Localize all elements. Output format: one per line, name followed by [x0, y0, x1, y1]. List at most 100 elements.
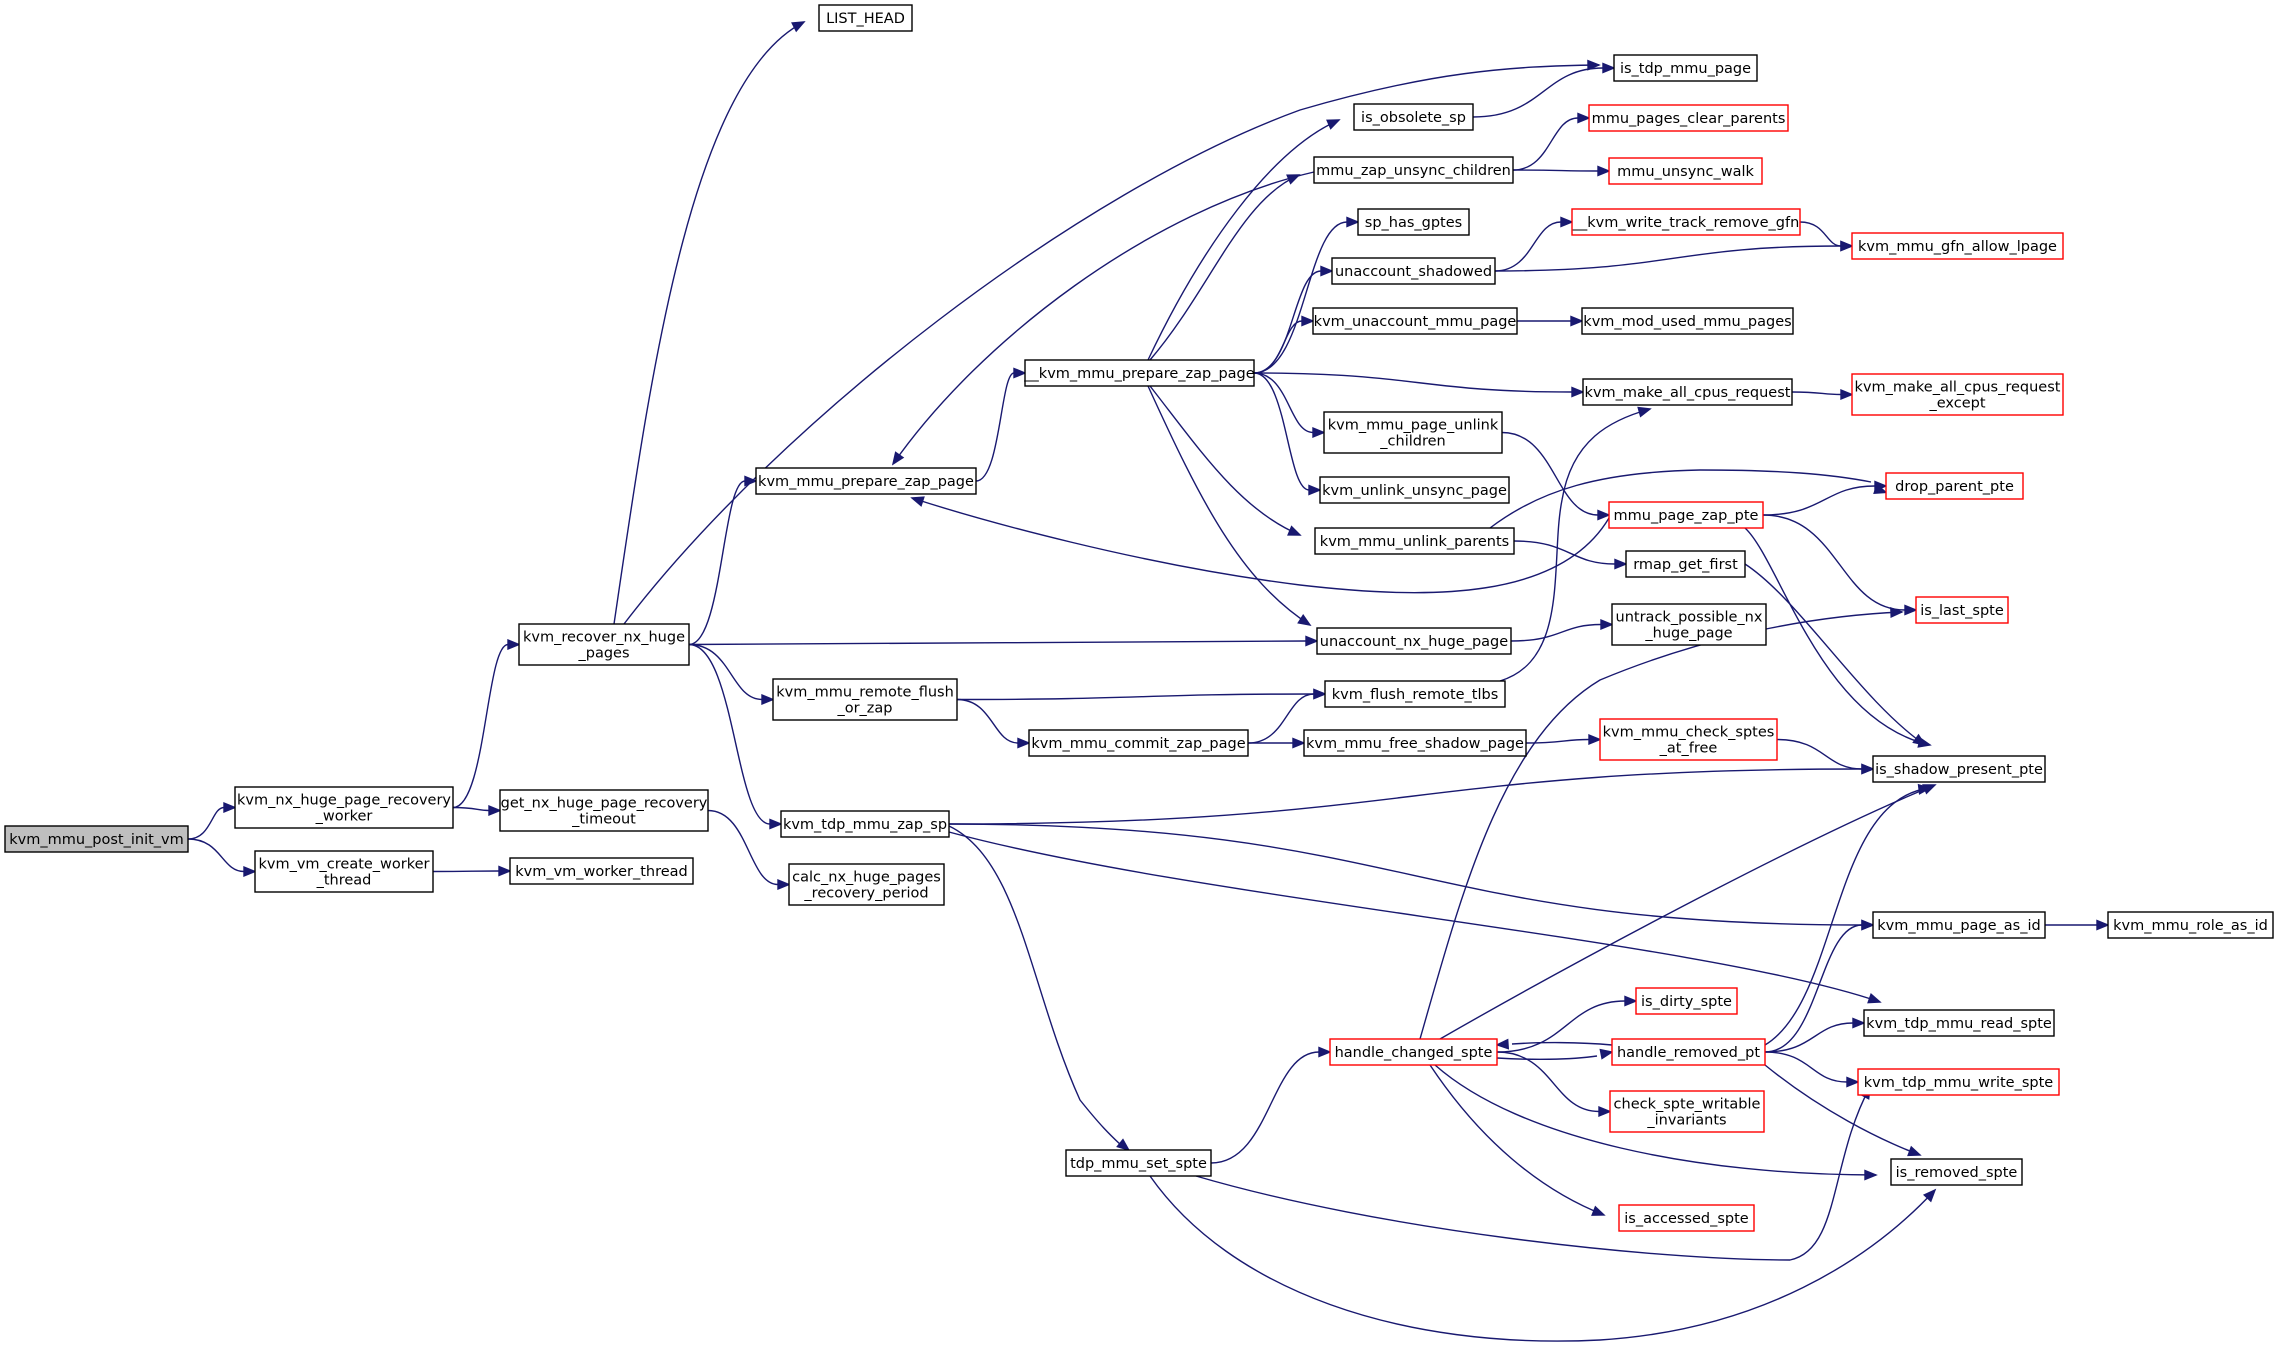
- node-is-tdp-mmu-page[interactable]: is_tdp_mmu_page: [1613, 54, 1758, 82]
- node-kvm-mmu-page-as-id[interactable]: kvm_mmu_page_as_id: [1872, 911, 2046, 939]
- node-box: [1065, 1149, 1212, 1177]
- node-kvm-vm-worker-thread[interactable]: kvm_vm_worker_thread: [509, 857, 694, 885]
- node-kvm-mmu-role-as-id[interactable]: kvm_mmu_role_as_id: [2107, 911, 2274, 939]
- node-mmu-unsync-walk[interactable]: mmu_unsync_walk: [1608, 157, 1763, 185]
- node-kvm-vm-create-worker-thread[interactable]: kvm_vm_create_worker_thread: [254, 850, 434, 893]
- node-label: kvm_make_all_cpus_request: [1855, 380, 2061, 396]
- node-kvm-mmu-free-shadow-page[interactable]: kvm_mmu_free_shadow_page: [1303, 729, 1527, 757]
- node-label: rmap_get_first: [1633, 557, 1738, 573]
- node-label: LIST_HEAD: [826, 11, 905, 27]
- node-LIST-HEAD[interactable]: LIST_HEAD: [818, 4, 913, 32]
- edge-line: [1511, 1041, 1613, 1046]
- edge-line: [1513, 540, 1616, 565]
- node-box: [1324, 680, 1506, 708]
- node-kvm-write-track-remove-gfn[interactable]: __kvm_write_track_remove_gfn: [1571, 208, 1801, 236]
- node-untrack-possible-nx-huge-page[interactable]: untrack_possible_nx_huge_page: [1611, 603, 1767, 646]
- node-label: mmu_zap_unsync_children: [1316, 163, 1511, 179]
- node-kvm-mmu-prepare-zap-page[interactable]: kvm_mmu_prepare_zap_page: [755, 467, 977, 495]
- node-label: mmu_unsync_walk: [1617, 164, 1754, 180]
- node-kvm-tdp-mmu-read-spte[interactable]: kvm_tdp_mmu_read_spte: [1863, 1009, 2055, 1037]
- node-kvm-tdp-mmu-zap-sp[interactable]: kvm_tdp_mmu_zap_sp: [780, 810, 950, 838]
- node-box: [1851, 373, 2064, 416]
- node-label: drop_parent_pte: [1895, 479, 2014, 495]
- node-kvm-make-all-cpus-request-except[interactable]: kvm_make_all_cpus_request_except: [1851, 373, 2064, 416]
- edge-kvm_recover_nx_huge_pages-to-LIST_HEAD: [613, 21, 806, 625]
- node-kvm-mmu-check-sptes-at-free[interactable]: kvm_mmu_check_sptes_at_free: [1599, 718, 1778, 761]
- node-is-dirty-spte[interactable]: is_dirty_spte: [1635, 987, 1738, 1015]
- node-kvm-mmu-unlink-parents[interactable]: kvm_mmu_unlink_parents: [1314, 527, 1515, 555]
- node-get-nx-huge-page-recovery-timeout[interactable]: get_nx_huge_page_recovery_timeout: [499, 789, 709, 832]
- node-box: [818, 4, 913, 32]
- arrowhead-icon: [1320, 265, 1334, 277]
- node-sp-has-gptes[interactable]: sp_has_gptes: [1357, 208, 1470, 236]
- arrowhead-icon: [1013, 367, 1027, 379]
- node-kvm-mod-used-mmu-pages[interactable]: kvm_mod_used_mmu_pages: [1581, 307, 1794, 335]
- node-box: [1303, 729, 1527, 757]
- edge-mmu_zap_unsync_children-to-mmu_unsync_walk: [1512, 165, 1611, 177]
- node-kvm-mmu-commit-zap-page[interactable]: kvm_mmu_commit_zap_page: [1028, 729, 1249, 757]
- node-box: [1323, 411, 1503, 454]
- node-drop-parent-pte[interactable]: drop_parent_pte: [1885, 472, 2024, 500]
- node-label: tdp_mmu_set_spte: [1070, 1156, 1207, 1172]
- node-box: [1028, 729, 1249, 757]
- arrowhead-icon: [1598, 1105, 1612, 1118]
- node-unaccount-nx-huge-page[interactable]: unaccount_nx_huge_page: [1316, 627, 1512, 655]
- edge-__kvm_mmu_prepare_zap_page-to-kvm_mmu_page_unlink_children: [1253, 372, 1326, 439]
- edge-kvm_tdp_mmu_zap_sp-to-is_shadow_present_pte: [948, 763, 1875, 825]
- node-kvm-mmu-gfn-allow-lpage[interactable]: kvm_mmu_gfn_allow_lpage: [1851, 232, 2064, 260]
- arrowhead-icon: [910, 496, 925, 507]
- node-unaccount-shadowed[interactable]: unaccount_shadowed: [1331, 257, 1496, 285]
- arrowhead-icon: [1917, 783, 1932, 795]
- edge-kvm_make_all_cpus_request-to-kvm_make_all_cpus_request_except: [1791, 388, 1854, 401]
- node-handle-removed-pt[interactable]: handle_removed_pt: [1611, 1038, 1766, 1066]
- node-label: _timeout: [571, 812, 636, 828]
- node-kvm-recover-nx-huge-pages[interactable]: kvm_recover_nx_huge_pages: [518, 623, 690, 666]
- node-is-accessed-spte[interactable]: is_accessed_spte: [1618, 1204, 1755, 1232]
- arrowhead-icon: [1614, 558, 1628, 570]
- node-mmu-pages-clear-parents[interactable]: mmu_pages_clear_parents: [1588, 104, 1789, 132]
- node-kvm-unaccount-mmu-page[interactable]: kvm_unaccount_mmu_page: [1312, 307, 1518, 335]
- edge-line: [187, 838, 245, 873]
- node-kvm-unlink-unsync-page[interactable]: kvm_unlink_unsync_page: [1319, 476, 1510, 504]
- node-label: handle_changed_spte: [1335, 1045, 1493, 1061]
- edge-kvm_mmu_page_unlink_children-to-mmu_page_zap_pte: [1501, 431, 1611, 521]
- arrowhead-icon: [1588, 733, 1602, 746]
- edge-line: [613, 21, 805, 625]
- node-box: [1353, 103, 1474, 131]
- node-handle-changed-spte[interactable]: handle_changed_spte: [1329, 1038, 1498, 1066]
- node-check-spte-writable-invariants[interactable]: check_spte_writable_invariants: [1609, 1090, 1765, 1133]
- node-tdp-mmu-set-spte[interactable]: tdp_mmu_set_spte: [1065, 1149, 1212, 1177]
- node-kvm-mmu-remote-flush-or-zap[interactable]: kvm_mmu_remote_flush_or_zap: [772, 678, 958, 721]
- node-kvm-make-all-cpus-request[interactable]: kvm_make_all_cpus_request: [1582, 378, 1793, 406]
- node-label: _pages: [577, 646, 629, 662]
- node-kvm-nx-huge-page-recovery-worker[interactable]: kvm_nx_huge_page_recovery_worker: [234, 786, 454, 829]
- edge-line: [1149, 1175, 1936, 1342]
- node-box: [1319, 476, 1510, 504]
- edge-line: [1764, 1064, 1921, 1156]
- node-label: kvm_mmu_gfn_allow_lpage: [1858, 239, 2057, 255]
- node-box: [1608, 157, 1763, 185]
- node-box: [254, 850, 434, 893]
- edge-kvm_tdp_mmu_zap_sp-to-tdp_mmu_set_spte: [948, 825, 1131, 1152]
- node-calc-nx-huge-pages-recovery-period[interactable]: calc_nx_huge_pages_recovery_period: [788, 863, 945, 906]
- node-is-shadow-present-pte[interactable]: is_shadow_present_pte: [1872, 755, 2046, 783]
- edge-line: [1512, 117, 1579, 171]
- node-rmap-get-first[interactable]: rmap_get_first: [1625, 550, 1746, 578]
- edge-is_obsolete_sp-to-is_tdp_mmu_page: [1472, 62, 1616, 118]
- node-kvm-tdp-mmu-write-spte[interactable]: kvm_tdp_mmu_write_spte: [1857, 1068, 2060, 1096]
- node-mmu-page-zap-pte[interactable]: mmu_page_zap_pte: [1608, 501, 1764, 529]
- node-is-obsolete-sp[interactable]: is_obsolete_sp: [1353, 103, 1474, 131]
- arrowhead-icon: [1312, 426, 1326, 439]
- node-kvm-mmu-prepare-zap-page[interactable]: __kvm_mmu_prepare_zap_page: [1023, 359, 1255, 387]
- node-kvm-mmu-page-unlink-children[interactable]: kvm_mmu_page_unlink_children: [1323, 411, 1503, 454]
- edge-line: [1510, 623, 1602, 642]
- node-is-last-spte[interactable]: is_last_spte: [1915, 596, 2009, 624]
- node-kvm-mmu-post-init-vm[interactable]: kvm_mmu_post_init_vm: [4, 825, 189, 853]
- arrowhead-icon: [777, 878, 791, 891]
- arrowhead-icon: [1301, 315, 1315, 327]
- edge-line: [1496, 1055, 1598, 1060]
- node-is-removed-spte[interactable]: is_removed_spte: [1890, 1158, 2023, 1186]
- node-label: _worker: [315, 809, 373, 825]
- node-kvm-flush-remote-tlbs[interactable]: kvm_flush_remote_tlbs: [1324, 680, 1506, 708]
- node-mmu-zap-unsync-children[interactable]: mmu_zap_unsync_children: [1313, 156, 1514, 184]
